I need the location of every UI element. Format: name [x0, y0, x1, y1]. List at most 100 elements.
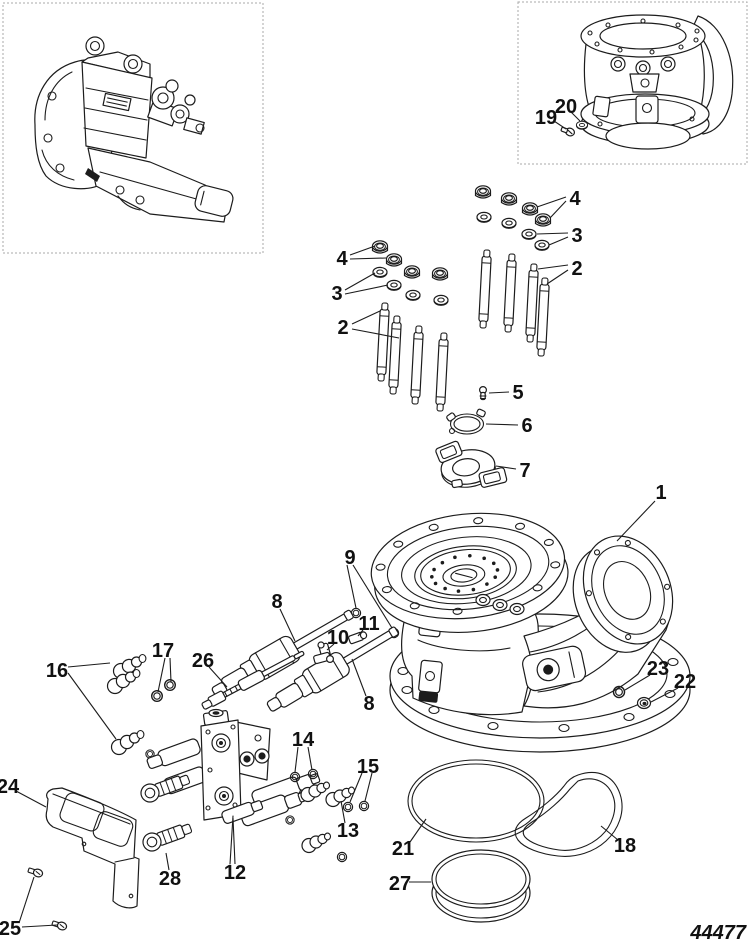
nut — [385, 253, 403, 267]
plug-fitting — [301, 832, 332, 854]
callout-leader-26 — [208, 666, 228, 688]
callout-leader-3 — [548, 236, 569, 246]
control-valve-group — [137, 708, 370, 865]
callout-23: 23 — [647, 658, 669, 680]
callout-leader-6 — [485, 423, 519, 426]
oil-line-group — [201, 607, 400, 712]
callout-leader-8 — [279, 608, 296, 642]
callout-15: 15 — [357, 756, 379, 778]
callout-leader-14 — [294, 746, 299, 773]
stud — [477, 249, 493, 329]
o-ring — [336, 851, 348, 863]
callout-leader-10 — [326, 643, 335, 651]
callout-17: 17 — [152, 640, 174, 662]
stud — [409, 325, 425, 405]
plug-22 — [636, 696, 652, 710]
seal-group — [407, 685, 652, 923]
stud — [535, 277, 551, 357]
nut — [474, 185, 492, 199]
o-ring-21 — [407, 759, 545, 843]
o-ring-14 — [307, 768, 319, 780]
stud-hardware-group — [371, 185, 552, 412]
callout-leader-19 — [553, 120, 567, 130]
callout-10: 10 — [327, 627, 349, 649]
callout-3: 3 — [331, 283, 342, 305]
nut — [371, 240, 389, 254]
sensor-probe-26 — [201, 650, 305, 710]
callout-leader-4 — [549, 200, 567, 219]
nut — [534, 213, 552, 227]
mounting-plate-group — [26, 787, 140, 932]
callout-21: 21 — [392, 838, 414, 860]
callout-leader-5 — [488, 391, 510, 394]
callout-7: 7 — [519, 460, 530, 482]
callout-leader-11 — [357, 629, 364, 637]
retainer-ring-6 — [446, 408, 486, 435]
o-ring-17 — [151, 690, 163, 702]
callout-16: 16 — [46, 660, 68, 682]
callout-leader-17 — [169, 657, 172, 683]
inset-transmission-reference — [2, 2, 264, 254]
clamp-7 — [435, 440, 508, 489]
callout-27: 27 — [389, 873, 411, 895]
nut — [521, 202, 539, 216]
washer-20 — [575, 120, 589, 130]
callout-leader-24 — [15, 790, 47, 808]
callout-2: 2 — [337, 317, 348, 339]
callout-leader-28 — [165, 852, 170, 871]
callout-leader-2 — [351, 328, 400, 339]
nut — [500, 192, 518, 206]
callout-13: 13 — [337, 820, 359, 842]
washer — [405, 289, 421, 301]
valve-rod — [229, 815, 234, 865]
callout-2: 2 — [571, 258, 582, 280]
callout-layer: 1432432567889101112131415161718192021222… — [0, 96, 696, 940]
callout-1: 1 — [655, 482, 666, 504]
callout-leader-3 — [344, 284, 389, 295]
callout-leader-3 — [536, 232, 569, 235]
nut — [431, 267, 449, 281]
callout-leader-20 — [570, 111, 581, 122]
drawing-number: 44477 — [689, 922, 746, 941]
housing-reference-art — [560, 14, 734, 150]
callout-leader-4 — [349, 257, 387, 260]
washer — [372, 266, 388, 278]
o-ring-15 — [342, 801, 354, 813]
callout-6: 6 — [521, 415, 532, 437]
callout-20: 20 — [555, 96, 577, 118]
callout-leader-16 — [67, 672, 117, 740]
stud — [524, 263, 540, 343]
o-ring — [285, 815, 295, 825]
callout-24: 24 — [0, 776, 20, 798]
gasket-18 — [514, 771, 623, 857]
callout-leader-2 — [546, 269, 569, 285]
callout-12: 12 — [224, 862, 246, 884]
nut — [403, 265, 421, 279]
callout-leader-14 — [307, 746, 313, 771]
callout-leader-3 — [344, 272, 376, 291]
callout-leader-22 — [650, 687, 679, 703]
callout-14: 14 — [292, 729, 315, 751]
callout-3: 3 — [571, 225, 582, 247]
wear-ring-27 — [431, 849, 531, 923]
callout-5: 5 — [512, 382, 523, 404]
hex-bolt-28 — [139, 818, 195, 855]
washer — [501, 217, 517, 229]
stud — [375, 302, 391, 382]
screw-5 — [479, 386, 488, 401]
callout-19: 19 — [535, 107, 557, 129]
callout-4: 4 — [569, 188, 581, 210]
discharge-flange — [572, 535, 674, 653]
washer — [476, 211, 492, 223]
callout-leader-25 — [21, 924, 58, 928]
callout-leader-9 — [346, 564, 357, 609]
inset-border — [517, 1, 748, 165]
lifting-eye-boss — [522, 645, 587, 692]
callout-leader-21 — [409, 818, 427, 843]
transmission-art — [34, 36, 234, 223]
callout-11: 11 — [358, 613, 379, 635]
side-bracket — [418, 659, 443, 703]
callout-leader-2 — [351, 310, 381, 325]
